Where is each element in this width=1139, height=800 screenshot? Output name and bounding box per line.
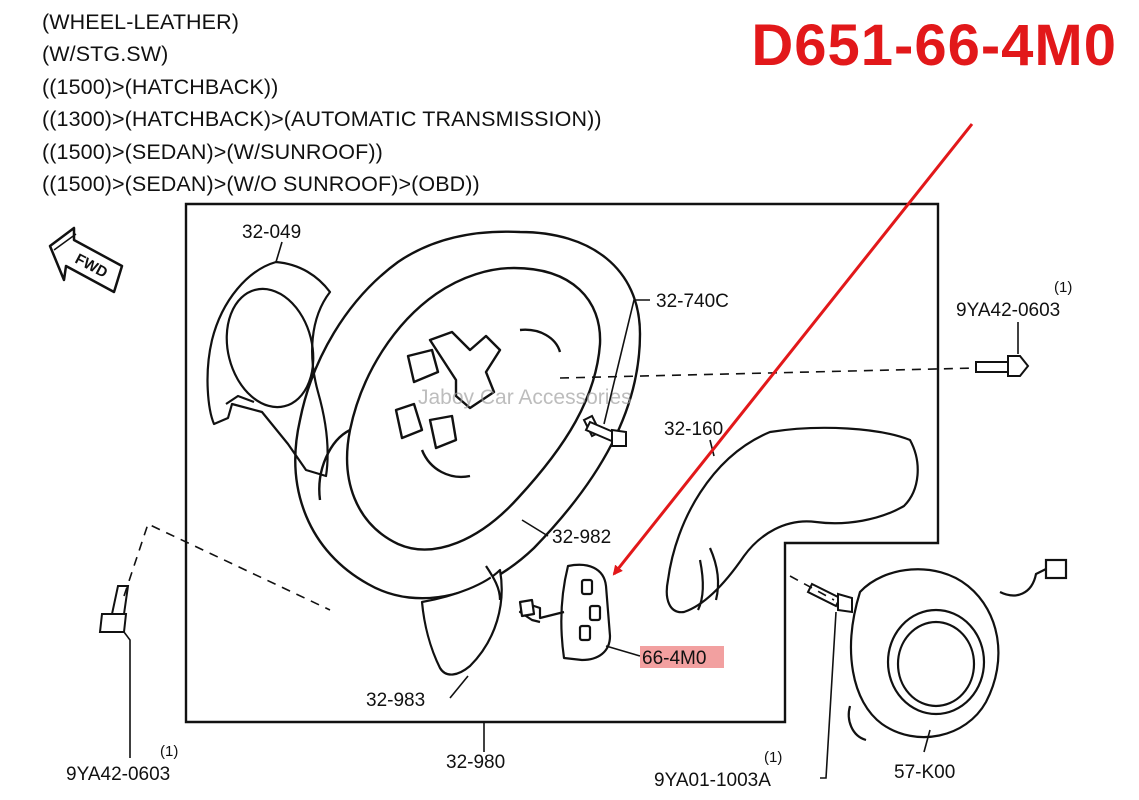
label-32-983: 32-983 — [366, 690, 425, 711]
header-line: ((1300)>(HATCHBACK)>(AUTOMATIC TRANSMISS… — [42, 107, 602, 132]
bolt-32-740c — [582, 414, 627, 447]
rear-cover-32-049 — [206, 260, 332, 478]
header-line: (WHEEL-LEATHER) — [42, 10, 240, 34]
dashed-guide-bottom — [789, 575, 835, 601]
bolt-9ya42-right — [975, 355, 1030, 377]
fwd-arrow-icon: FWD — [48, 226, 124, 294]
pointer-arrow — [612, 123, 974, 576]
leader-32-160 — [709, 439, 715, 457]
steering-wheel-32-982 — [294, 230, 642, 600]
qty-9ya42-left: (1) — [160, 743, 178, 760]
leader-32-740c — [603, 299, 650, 425]
dashed-guide-left — [123, 522, 331, 611]
leader-32-983 — [449, 675, 469, 699]
shroud-32-160 — [665, 426, 919, 614]
label-32-740c: 32-740C — [656, 291, 729, 312]
label-32-049: 32-049 — [242, 222, 301, 243]
header-line: (W/STG.SW) — [42, 42, 169, 67]
part-highlight — [640, 646, 724, 668]
header-line: ((1500)>(HATCHBACK)) — [42, 74, 279, 99]
bolt-9ya42-left — [98, 585, 130, 633]
airbag-57-k00 — [847, 558, 1068, 742]
label-57-k00: 57-K00 — [894, 762, 955, 783]
qty-9ya01: (1) — [764, 749, 782, 766]
assembly-frame — [184, 202, 940, 724]
header-line: ((1500)>(SEDAN)>(W/SUNROOF)) — [42, 139, 383, 164]
leader-9ya42-left — [123, 631, 131, 758]
label-9ya42-left: 9YA42-0603 — [66, 764, 170, 785]
label-32-160: 32-160 — [664, 419, 723, 440]
bolt-9ya01 — [806, 582, 853, 614]
switch-66-4m0 — [518, 563, 612, 662]
cover-32-983 — [420, 565, 503, 676]
leader-57-k00 — [923, 729, 931, 753]
label-9ya42-right: 9YA42-0603 — [956, 300, 1060, 321]
watermark: Jaboy Car Accessories — [418, 386, 632, 409]
label-66-4m0: 66-4M0 — [642, 648, 706, 669]
leader-32-982 — [521, 519, 549, 537]
label-9ya01: 9YA01-1003A — [654, 770, 771, 791]
part-code-title: D651-66-4M0 — [751, 13, 1117, 78]
leader-32-049 — [275, 241, 283, 263]
leader-66-4m0 — [605, 645, 641, 657]
header-notes: (WHEEL-LEATHER) (W/STG.SW) ((1500)>(HATC… — [42, 6, 602, 200]
leader-9ya01 — [820, 611, 837, 779]
label-32-982: 32-982 — [552, 527, 611, 548]
qty-9ya42-right: (1) — [1054, 279, 1072, 296]
dashed-guide-right — [559, 367, 977, 379]
header-line: ((1500)>(SEDAN)>(W/O SUNROOF)>(OBD)) — [42, 172, 480, 197]
label-32-980: 32-980 — [446, 752, 505, 773]
